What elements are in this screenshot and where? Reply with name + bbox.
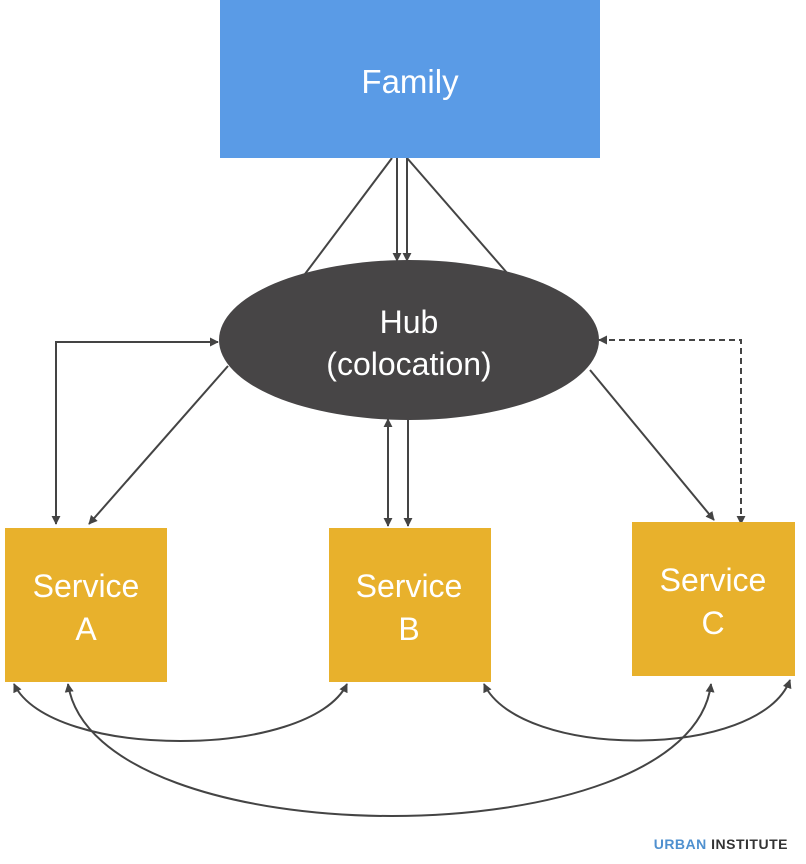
service-a-box — [5, 528, 167, 682]
hub-label-line1: Hub — [380, 304, 439, 340]
service-c-label-line2: C — [701, 605, 724, 641]
service-a-label-line1: Service — [33, 568, 140, 604]
service-b-box — [329, 528, 491, 682]
edge-hub-service-a — [88, 365, 229, 525]
edge-service-b-service-c-curve — [483, 679, 792, 742]
service-a-label-line2: A — [75, 611, 97, 647]
edge-service-a-service-c-curve — [64, 683, 715, 817]
service-b-label-line2: B — [398, 611, 419, 647]
node-service-a: Service A — [5, 528, 167, 682]
node-family: Family — [220, 0, 600, 158]
logo-part-urban: URBAN — [653, 836, 707, 852]
family-box — [220, 0, 600, 158]
edge-hub-service-a-elbow — [51, 337, 219, 525]
hub-ellipse — [219, 260, 599, 420]
node-service-c: Service C — [632, 522, 795, 676]
edges — [13, 157, 792, 817]
node-service-b: Service B — [329, 528, 491, 682]
service-c-box — [632, 522, 795, 676]
edge-hub-service-c — [589, 369, 715, 521]
urban-institute-logo: URBAN INSTITUTE — [654, 836, 788, 852]
logo-part-institute: INSTITUTE — [711, 836, 788, 852]
edge-hub-service-c-dashed — [598, 335, 746, 525]
hub-label-line2: (colocation) — [326, 346, 491, 382]
node-hub: Hub (colocation) — [219, 260, 599, 420]
service-b-label-line1: Service — [356, 568, 463, 604]
service-c-label-line1: Service — [660, 562, 767, 598]
edge-family-hub-left — [304, 157, 393, 275]
edge-family-hub-right — [406, 157, 509, 275]
family-label: Family — [361, 63, 459, 100]
edge-service-a-service-b-curve — [13, 683, 348, 742]
